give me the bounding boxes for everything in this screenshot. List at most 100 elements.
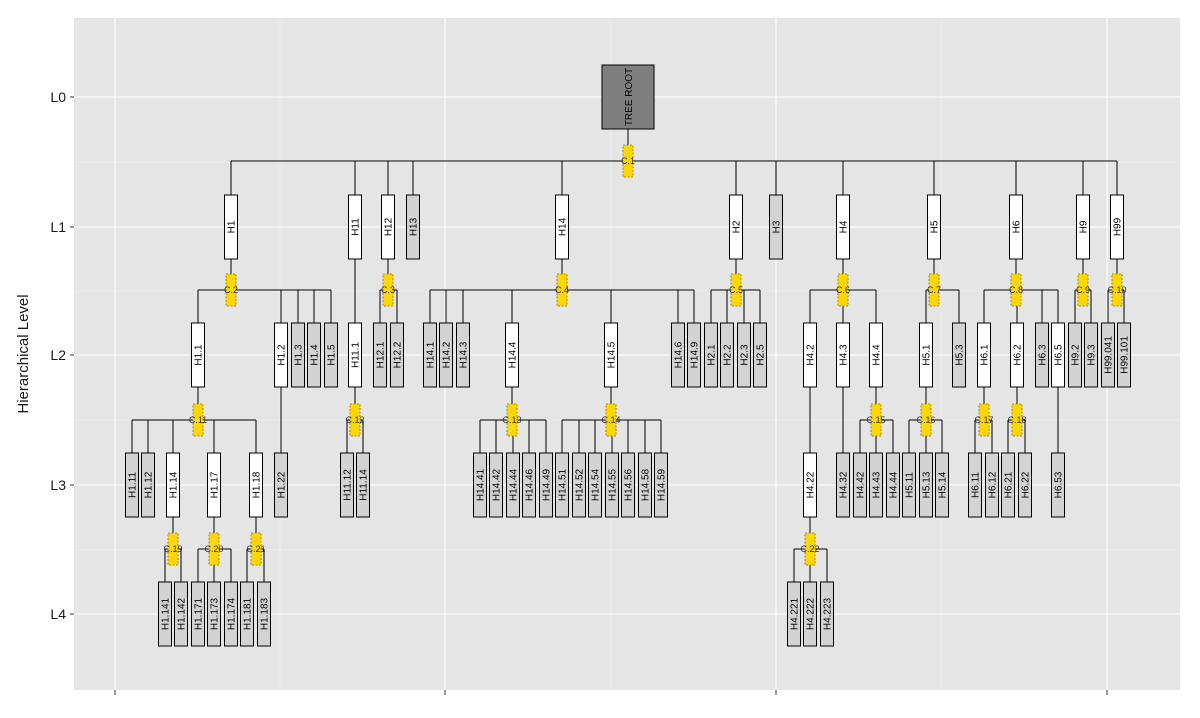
tree-node-label: H1.174 (227, 597, 238, 630)
tree-node-label: H1.2 (277, 344, 288, 366)
tree-node (348, 194, 362, 260)
connector-marker (225, 273, 237, 307)
connector-label: C.8 (1009, 285, 1023, 295)
tree-node-label: H14.41 (476, 468, 487, 501)
tree-node (621, 452, 635, 518)
tree-node-label: H5 (930, 220, 941, 233)
tree-node-label: H4.221 (790, 597, 801, 630)
tree-node (836, 194, 850, 260)
tree-node-label: H1.5 (327, 344, 338, 366)
tree-node (588, 452, 602, 518)
connector-marker (920, 403, 932, 437)
connector-label: C.1 (621, 156, 635, 166)
tree-node (886, 452, 900, 518)
tree-node (1010, 322, 1024, 388)
tree-node (1084, 322, 1098, 388)
connector-marker (1077, 273, 1089, 307)
tree-node-label: H14.6 (674, 341, 685, 368)
tree-node-label: H9.3 (1087, 344, 1098, 366)
tree-node-label: H1 (227, 220, 238, 233)
connector-label: C.7 (927, 285, 941, 295)
connector-marker (382, 273, 394, 307)
tree-node-label: H1.171 (194, 597, 205, 630)
tree-node (141, 452, 155, 518)
connector-marker (622, 144, 634, 178)
tree-node-label: H5.3 (955, 344, 966, 366)
tree-node-label: H14.54 (591, 468, 602, 501)
connector-label: C.16 (916, 415, 935, 425)
axis-tick-label-y: L3 (50, 477, 66, 493)
axis-tick-label-y: L4 (50, 606, 66, 622)
tree-node (274, 322, 288, 388)
tree-node (456, 322, 470, 388)
tree-node-label: H13 (409, 217, 420, 236)
connector-label: C.21 (246, 544, 265, 554)
tree-node-label: H4.22 (806, 471, 817, 498)
y-axis-title: Hierarchical Level (15, 294, 32, 413)
tree-node-label: H6.2 (1013, 344, 1024, 366)
tree-node-label: H6.53 (1054, 471, 1065, 498)
tree-node-label: H12.1 (376, 341, 387, 368)
connector-marker (1111, 273, 1123, 307)
tree-node (836, 452, 850, 518)
tree-node-label: H2.1 (707, 344, 718, 366)
connector-marker (349, 403, 361, 437)
connector-label: C.17 (974, 415, 993, 425)
tree-node-label: H14.59 (657, 468, 668, 501)
tree-node (729, 194, 743, 260)
connector-label: C.13 (502, 415, 521, 425)
tree-node (919, 322, 933, 388)
tree-node (1001, 452, 1015, 518)
tree-node (125, 452, 139, 518)
tree-node-label: H9.2 (1071, 344, 1082, 366)
tree-node-label: H1.141 (161, 597, 172, 630)
tree-node (381, 194, 395, 260)
tree-node (340, 452, 354, 518)
connector-label: C.2 (224, 285, 238, 295)
tree-node-label: H4.3 (839, 344, 850, 366)
tree-node-label: H1.142 (177, 597, 188, 630)
tree-node-label: H4 (839, 220, 850, 233)
tree-node-label: H14.5 (607, 341, 618, 368)
tree-node (166, 452, 180, 518)
connector-label: C.5 (729, 285, 743, 295)
tree-node-label: H1.18 (252, 471, 263, 498)
tree-node (704, 322, 718, 388)
tree-node (720, 322, 734, 388)
tree-node (1117, 322, 1131, 388)
tree-node (671, 322, 685, 388)
tree-node (473, 452, 487, 518)
tree-node-label: H2 (732, 220, 743, 233)
tree-node-label: H99.101 (1120, 336, 1131, 374)
tree-node-label: H1.12 (144, 471, 155, 498)
tree-node-label: H99.041 (1104, 336, 1115, 374)
tree-node (1110, 194, 1124, 260)
connector-marker (556, 273, 568, 307)
tree-node (919, 452, 933, 518)
tree-node (191, 581, 205, 647)
connector-label: C.10 (1107, 285, 1126, 295)
tree-node-label: H1.181 (243, 597, 254, 630)
tree-node-label: H1.183 (260, 597, 271, 630)
tree-node (174, 581, 188, 647)
tree-node (348, 322, 362, 388)
tree-node-label: H4.222 (806, 597, 817, 630)
tree-node-label: H14.55 (608, 468, 619, 501)
connector-label: C.9 (1076, 285, 1090, 295)
tree-node (406, 194, 420, 260)
tree-node (1076, 194, 1090, 260)
root-node (601, 64, 655, 130)
tree-node-label: H5.14 (938, 471, 949, 498)
tree-node (191, 322, 205, 388)
connector-marker (1011, 403, 1023, 437)
tree-node-label: H5.11 (905, 472, 916, 498)
axis-tick-label-y: L2 (50, 347, 66, 363)
tree-node-label: H1.11 (128, 472, 139, 498)
tree-node (737, 322, 751, 388)
connector-marker (1010, 273, 1022, 307)
connector-marker (928, 273, 940, 307)
tree-node (274, 452, 288, 518)
connector-label: C.18 (1007, 415, 1026, 425)
tree-node-label: H6.22 (1021, 471, 1032, 498)
tree-node (638, 452, 652, 518)
